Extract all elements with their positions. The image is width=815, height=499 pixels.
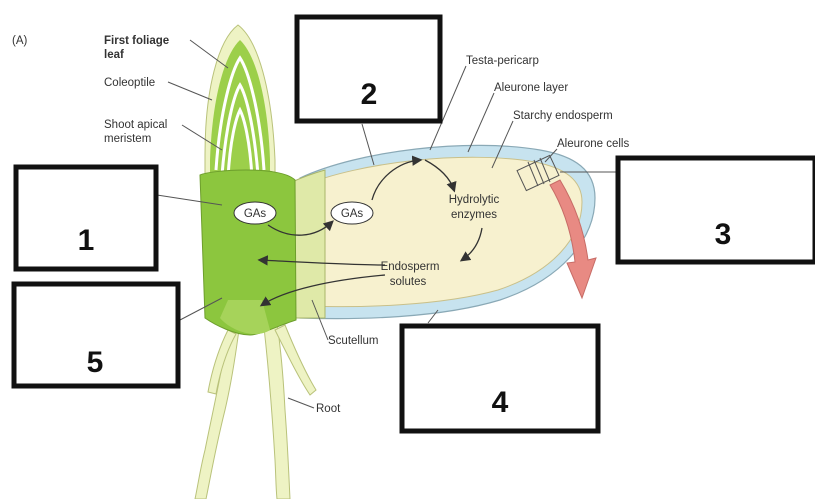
svg-text:leaf: leaf — [104, 49, 124, 61]
label-testa-pericarp: Testa-pericarp — [430, 55, 539, 150]
answer-box-1-number: 1 — [78, 224, 95, 257]
svg-text:Coleoptile: Coleoptile — [104, 77, 155, 89]
svg-text:Endosperm: Endosperm — [381, 261, 440, 273]
gas-embryo-oval: GAs — [234, 202, 276, 224]
embryo — [200, 25, 296, 335]
answer-box-1[interactable]: 1 — [16, 167, 156, 269]
svg-text:Starchy endosperm: Starchy endosperm — [513, 110, 613, 122]
label-shoot-apical-meristem: Shoot apical meristem — [104, 119, 222, 150]
svg-text:solutes: solutes — [390, 276, 427, 288]
label-coleoptile: Coleoptile — [104, 77, 212, 100]
gas-embryo-label: GAs — [244, 208, 267, 220]
answer-box-5[interactable]: 5 — [14, 284, 178, 386]
svg-text:meristem: meristem — [104, 133, 151, 145]
label-first-foliage-leaf: First foliage leaf — [104, 35, 228, 68]
svg-text:Shoot apical: Shoot apical — [104, 119, 167, 131]
svg-text:Scutellum: Scutellum — [328, 335, 379, 347]
svg-text:Testa-pericarp: Testa-pericarp — [466, 55, 539, 67]
answer-box-2-number: 2 — [361, 78, 378, 111]
answer-box-4[interactable]: 4 — [402, 326, 598, 431]
gas-scutellum-label: GAs — [341, 208, 364, 220]
seed-endosperm — [292, 145, 595, 318]
svg-text:Aleurone layer: Aleurone layer — [494, 82, 568, 94]
svg-text:Root: Root — [316, 403, 341, 415]
gas-scutellum-oval: GAs — [331, 202, 373, 224]
label-root: Root — [288, 398, 341, 415]
svg-text:Hydrolytic: Hydrolytic — [449, 194, 500, 206]
svg-text:Aleurone cells: Aleurone cells — [557, 138, 629, 150]
answer-box-4-number: 4 — [492, 386, 509, 419]
svg-text:enzymes: enzymes — [451, 209, 497, 221]
answer-box-3-number: 3 — [715, 218, 732, 251]
answer-box-2[interactable]: 2 — [297, 17, 440, 121]
answer-box-5-number: 5 — [87, 346, 104, 379]
panel-label: (A) — [12, 35, 28, 47]
svg-text:First foliage: First foliage — [104, 35, 169, 47]
answer-box-3[interactable]: 3 — [618, 158, 815, 262]
